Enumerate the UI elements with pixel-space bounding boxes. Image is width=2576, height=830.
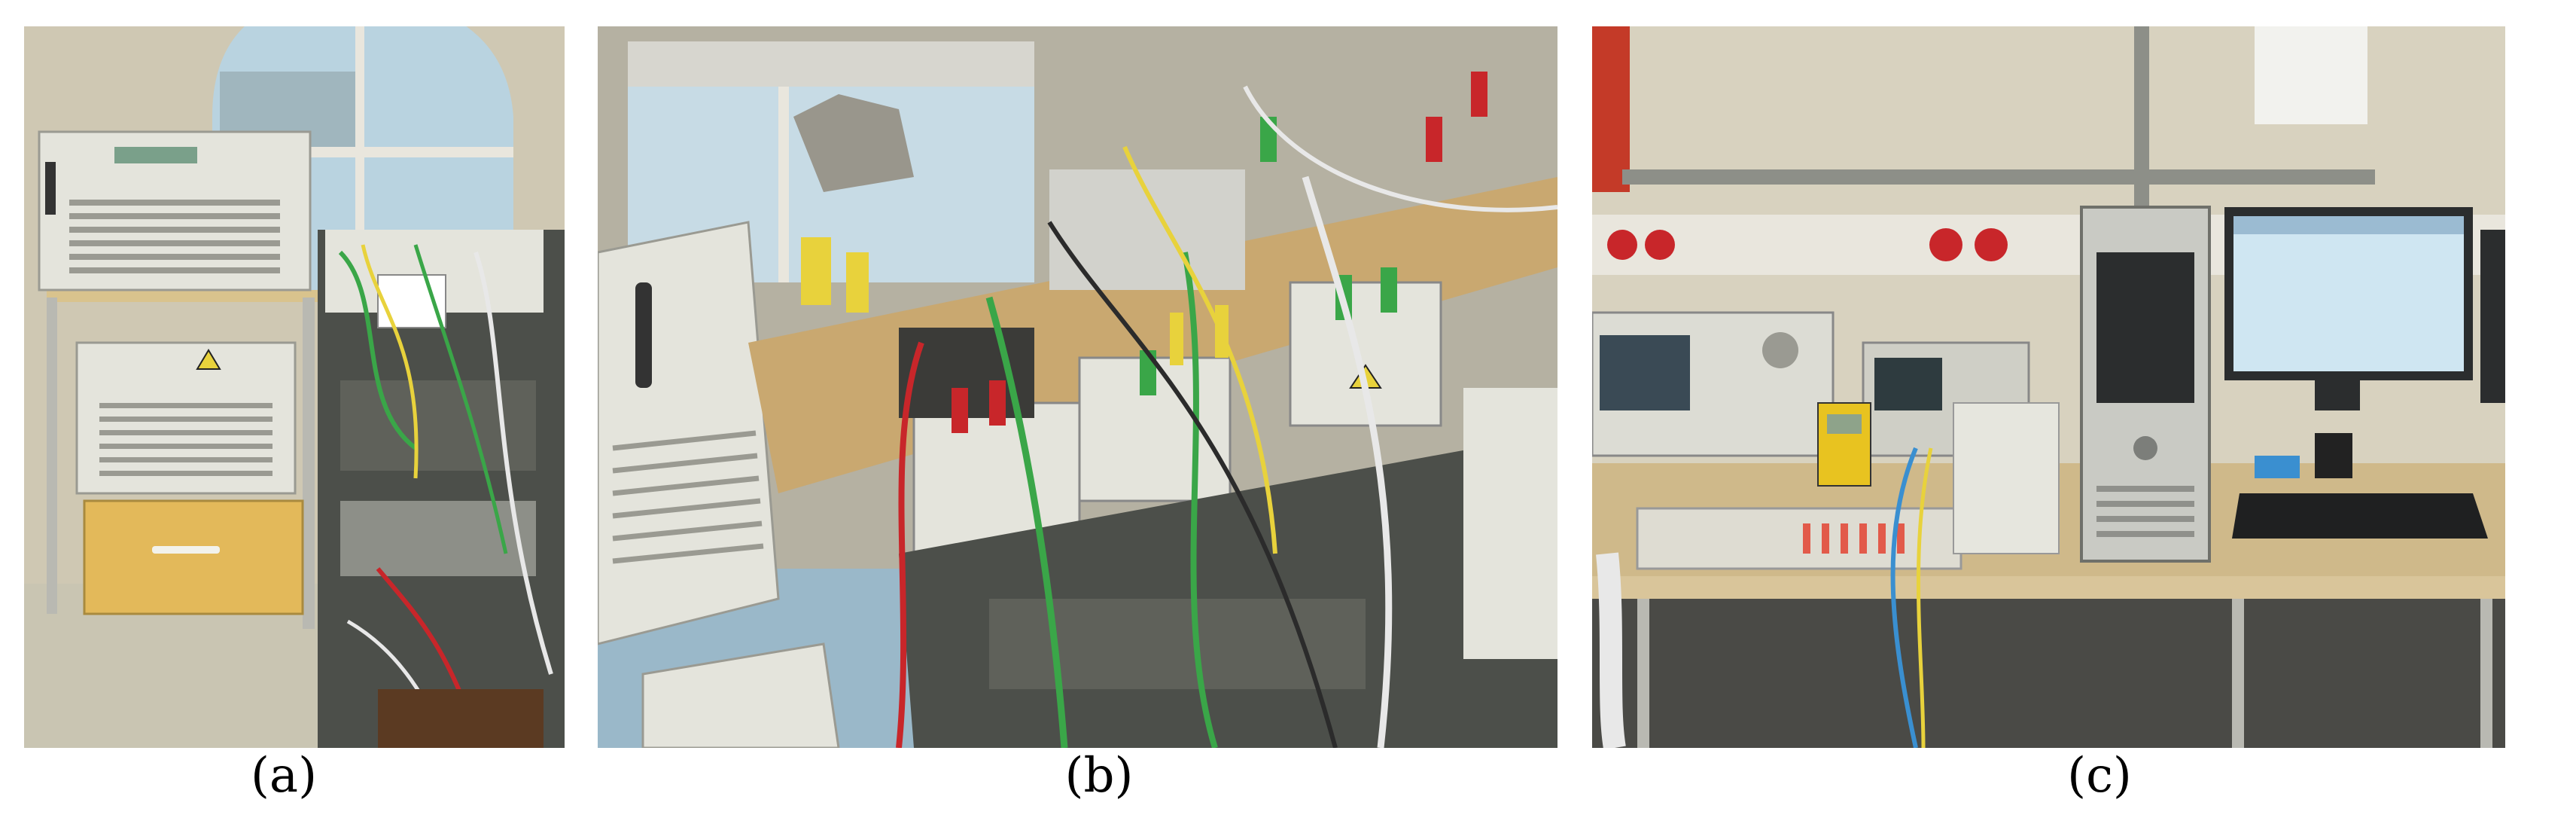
panel-c-caption: (c) bbox=[2067, 748, 2132, 804]
photo-power-supply-cabinet bbox=[24, 26, 565, 748]
photo-panel-c bbox=[1592, 26, 2505, 748]
photo-panel-b bbox=[598, 26, 1557, 748]
photo-measurement-desk bbox=[1592, 26, 2505, 748]
photo-wired-test-bench bbox=[598, 26, 1557, 748]
panel-a-caption: (a) bbox=[250, 748, 318, 804]
photo-panel-a bbox=[24, 26, 565, 748]
panel-b-caption: (b) bbox=[1064, 748, 1134, 804]
